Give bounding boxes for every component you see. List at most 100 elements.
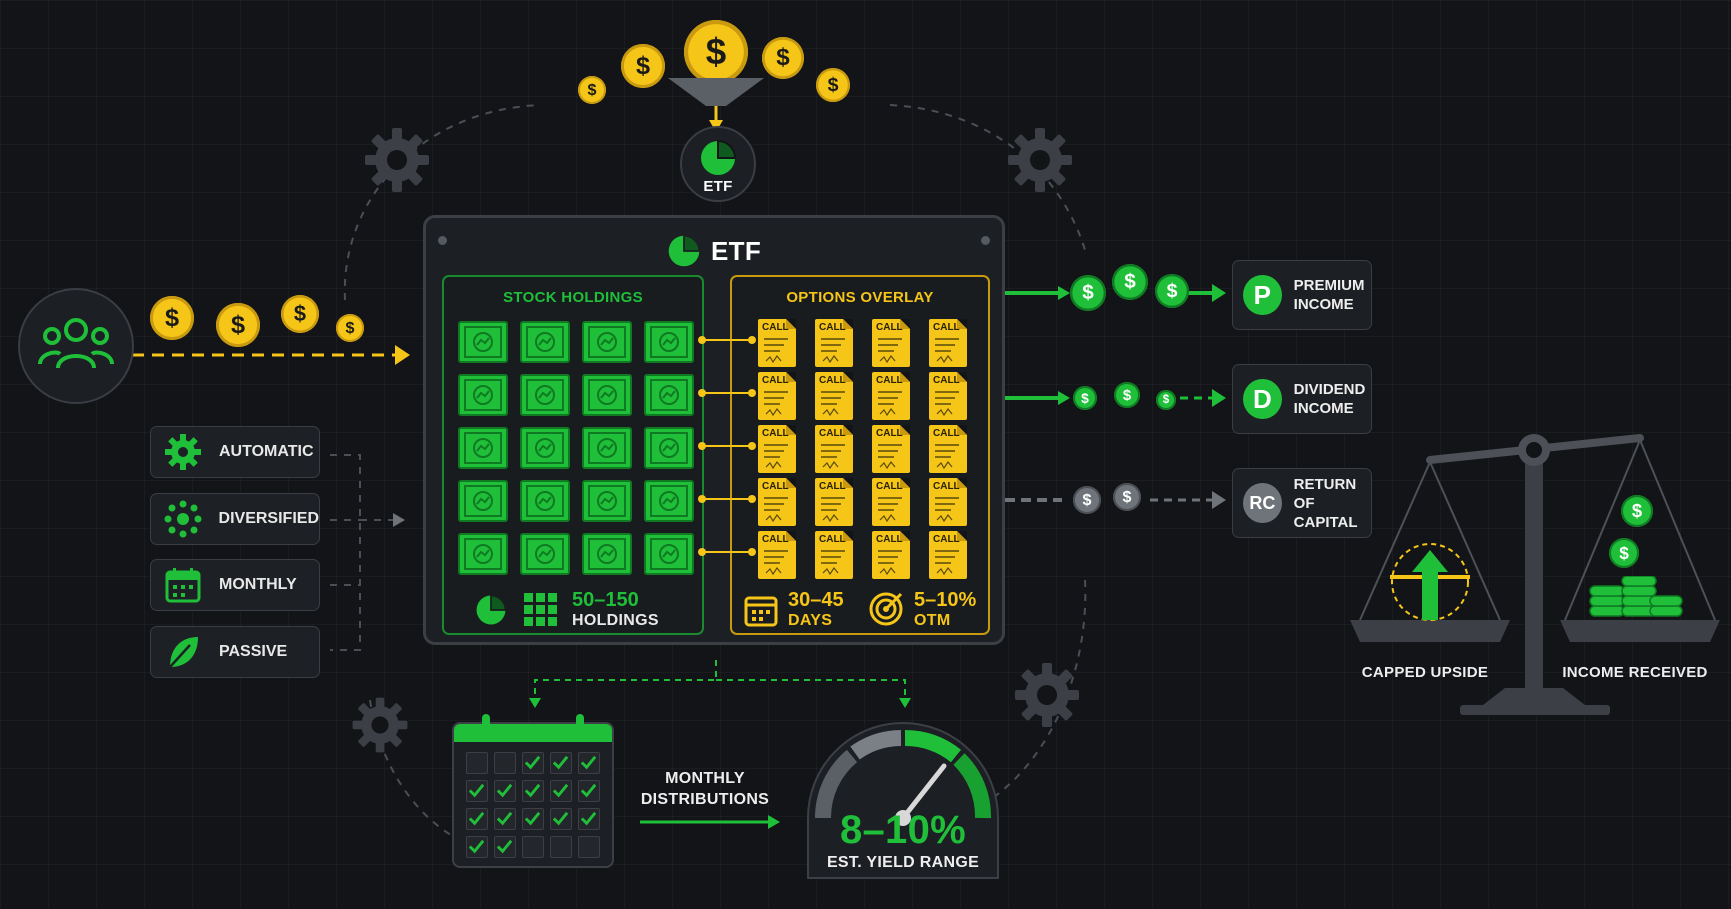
gear-icon (1008, 128, 1072, 192)
link-dot (748, 442, 756, 450)
distributions-label: MONTHLY DISTRIBUTIONS (640, 768, 770, 810)
stock-tile (582, 321, 632, 363)
empty-day (522, 836, 544, 858)
call-label: CALL (876, 375, 903, 386)
link-dot (748, 548, 756, 556)
dollar-coin-icon: $ (1073, 486, 1101, 514)
call-option-card: CALL (872, 319, 910, 367)
stock-holdings-section: STOCK HOLDINGS 50–150 HOLDINGS (442, 275, 704, 635)
call-option-card: CALL (929, 531, 967, 579)
users-icon (38, 318, 114, 369)
check-day (578, 808, 600, 830)
link-line (702, 445, 752, 447)
network-icon (161, 497, 205, 541)
call-label: CALL (876, 534, 903, 545)
capped-upside-label: CAPPED UPSIDE (1361, 664, 1489, 681)
stock-tile (582, 427, 632, 469)
empty-day (578, 836, 600, 858)
link-line (702, 498, 752, 500)
dollar-coin-icon: $ (1112, 264, 1148, 300)
call-label: CALL (762, 534, 789, 545)
check-day (494, 836, 516, 858)
holdings-label: HOLDINGS (572, 612, 659, 629)
panel-screw (438, 236, 447, 245)
check-day (522, 780, 544, 802)
call-option-card: CALL (929, 372, 967, 420)
call-option-card: CALL (872, 478, 910, 526)
link-line (702, 551, 752, 553)
calendar-header (454, 724, 612, 742)
pie-chart-icon (668, 234, 701, 267)
check-day (550, 752, 572, 774)
stock-tile (520, 480, 570, 522)
otm-label: OTM (914, 612, 951, 629)
call-label: CALL (933, 481, 960, 492)
empty-day (550, 836, 572, 858)
stock-tile (458, 480, 508, 522)
call-option-card: CALL (929, 319, 967, 367)
check-day (494, 808, 516, 830)
call-label: CALL (762, 322, 789, 333)
call-label: CALL (762, 375, 789, 386)
income-badge: D (1243, 379, 1282, 419)
gear-icon (161, 430, 205, 474)
link-dot (748, 389, 756, 397)
feature-passive: PASSIVE (150, 626, 320, 678)
empty-day (466, 752, 488, 774)
panel-screw (981, 236, 990, 245)
funnel-icon (668, 78, 764, 106)
check-day (578, 752, 600, 774)
stock-tile (582, 533, 632, 575)
calendar-ring (576, 714, 584, 732)
feature-label: AUTOMATIC (219, 443, 314, 460)
dollar-coin-icon: $ (1073, 386, 1097, 410)
call-option-card: CALL (815, 531, 853, 579)
stock-tile (644, 427, 694, 469)
check-day (494, 780, 516, 802)
days-label: DAYS (788, 612, 833, 629)
call-option-card: CALL (872, 372, 910, 420)
stock-tile (644, 321, 694, 363)
call-option-card: CALL (815, 425, 853, 473)
gear-icon (1015, 663, 1079, 727)
stock-holdings-title: STOCK HOLDINGS (503, 289, 643, 306)
stock-tile (520, 321, 570, 363)
link-dot (698, 548, 706, 556)
link-dot (748, 336, 756, 344)
feature-label: DIVERSIFIED (218, 510, 319, 527)
check-day (466, 836, 488, 858)
distribution-calendar (452, 722, 614, 868)
grid-icon (524, 593, 557, 626)
link-dot (748, 495, 756, 503)
balance-scale (1350, 434, 1720, 715)
stock-tile (520, 374, 570, 416)
check-day (522, 808, 544, 830)
call-option-card: CALL (929, 478, 967, 526)
call-option-card: CALL (758, 531, 796, 579)
dollar-coin-icon: $ (216, 303, 260, 347)
dollar-coin-icon: $ (1155, 274, 1189, 308)
check-day (550, 808, 572, 830)
feature-label: MONTHLY (219, 576, 297, 593)
call-label: CALL (933, 375, 960, 386)
call-option-card: CALL (815, 478, 853, 526)
empty-day (494, 752, 516, 774)
leaf-icon (161, 630, 205, 674)
income-received-label: INCOME RECEIVED (1562, 664, 1708, 681)
stock-tile (644, 480, 694, 522)
link-dot (698, 389, 706, 397)
dollar-coin-icon: $ (1113, 483, 1141, 511)
stock-tile (644, 533, 694, 575)
call-label: CALL (933, 322, 960, 333)
check-day (466, 808, 488, 830)
calendar-icon (744, 596, 778, 627)
yield-value: 8–10% (839, 808, 967, 852)
call-option-card: CALL (758, 425, 796, 473)
coin-stacks (1588, 575, 1684, 620)
